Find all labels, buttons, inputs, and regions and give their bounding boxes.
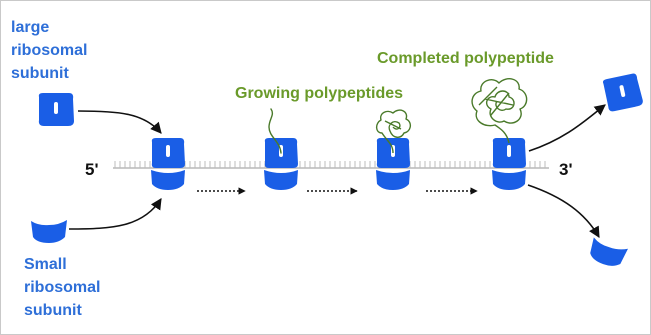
large-subunit-label-line: ribosomal [11,42,88,59]
ribosome-icon [492,138,526,190]
five-prime-label: 5' [85,160,99,179]
small-subunit-label-line: subunit [24,302,82,319]
large-subunit-label-line: subunit [11,65,69,82]
small-subunit-label: Small ribosomal subunit [24,253,100,322]
arrow-icon [68,104,606,238]
large-subunit-label: large ribosomal subunit [11,16,87,85]
small-subunit-label-line: Small [24,256,67,273]
ribosome-icon [151,138,185,190]
polypeptide-icon [375,109,411,154]
small-subunit-icon [31,220,67,243]
small-subunit-label-line: ribosomal [24,279,101,296]
ribosome-icon [264,138,298,190]
ribosome-icon [376,138,410,190]
small-subunit-icon [590,237,628,266]
completed-polypeptide-label: Completed polypeptide [377,50,554,67]
large-subunit-icon [602,73,643,112]
large-subunit-icon [38,93,74,126]
polypeptide-icon [471,78,528,144]
large-subunit-label-line: large [11,19,50,36]
three-prime-label: 3' [559,160,573,179]
polypeptide-icon [268,108,282,154]
growing-polypeptides-label: Growing polypeptides [235,85,404,102]
